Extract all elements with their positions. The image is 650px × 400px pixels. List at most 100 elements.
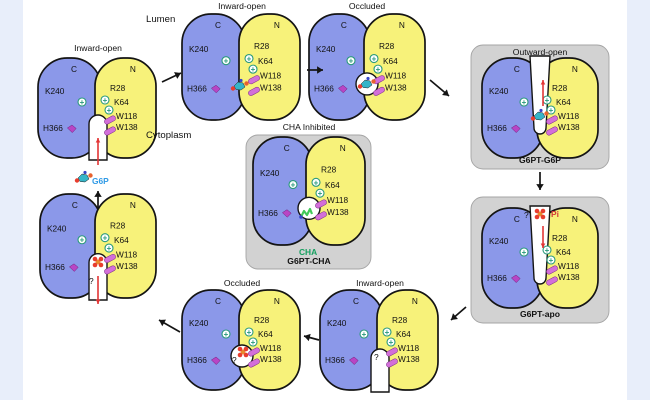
h366-label: H366 <box>187 83 207 93</box>
w118-label: W118 <box>116 249 137 259</box>
k240-label: K240 <box>189 44 209 54</box>
cycle-arrow-2-to-3 <box>307 66 323 74</box>
cha-complex-label: G6PT-CHA <box>287 256 330 266</box>
n-domain <box>238 13 301 121</box>
positive-charge-icon <box>346 55 356 67</box>
r28-label: R28 <box>254 41 270 51</box>
n-domain-label: N <box>130 64 136 74</box>
pi-entry-arrow <box>540 226 546 248</box>
k240-label: K240 <box>47 223 67 233</box>
n-domain-label: N <box>399 20 405 30</box>
positive-charge-icon <box>542 245 552 256</box>
g6p-entry-arrow <box>95 138 101 165</box>
g6p-release-arrow <box>540 80 546 106</box>
w118-label: W118 <box>260 343 281 353</box>
positive-charge-icon <box>244 53 254 64</box>
positive-charge-icon <box>221 329 231 340</box>
h366-label: H366 <box>487 123 507 133</box>
unknown-substrate-label: ? <box>89 276 94 286</box>
state-6-title: Inward-open <box>356 278 404 288</box>
k64-label: K64 <box>258 329 273 339</box>
c-domain-label: C <box>514 214 520 224</box>
pi-release-arrow <box>95 276 101 304</box>
positive-charge-icon <box>519 247 529 258</box>
positive-charge-icon <box>315 188 325 199</box>
n-domain-label: N <box>130 200 136 210</box>
w138-label: W138 <box>558 122 580 132</box>
r28-label: R28 <box>110 83 126 93</box>
w118-label: W118 <box>116 111 137 121</box>
h366-label: H366 <box>487 273 507 283</box>
cycle-arrow-8-to-1 <box>94 191 102 208</box>
w138-label: W138 <box>385 82 407 92</box>
w138-label: W138 <box>116 261 138 271</box>
w118-label: W118 <box>558 261 579 271</box>
state-2-title: Inward-open <box>218 1 266 11</box>
r28-label: R28 <box>552 233 568 243</box>
n-domain <box>238 289 301 391</box>
cycle-arrow-5-to-6 <box>450 306 467 321</box>
h366-label: H366 <box>45 262 65 272</box>
k240-label: K240 <box>45 86 65 96</box>
w118-label: W118 <box>385 71 406 81</box>
positive-charge-icon <box>100 233 110 244</box>
cytoplasmic-cavity <box>370 348 390 393</box>
unknown-substrate-label: ? <box>524 210 529 220</box>
cycle-arrow-3-to-4 <box>429 79 450 97</box>
w118-label: W118 <box>558 111 579 121</box>
c-domain-label: C <box>215 296 221 306</box>
cycle-arrow-4-to-5 <box>536 172 544 190</box>
positive-charge-icon <box>382 327 392 338</box>
c-domain-label: C <box>71 64 77 74</box>
k240-label: K240 <box>489 236 509 246</box>
k64-label: K64 <box>325 180 340 190</box>
positive-charge-icon <box>288 179 298 190</box>
lumen-label: Lumen <box>146 14 175 25</box>
w138-label: W138 <box>558 272 580 282</box>
w138-label: W138 <box>260 354 282 364</box>
state-5-complex-label: G6PT-apo <box>520 309 560 319</box>
unknown-substrate-label: ? <box>232 355 237 365</box>
positive-charge-icon <box>542 95 552 106</box>
positive-charge-icon <box>546 255 556 266</box>
c-domain <box>181 289 246 391</box>
state-4-complex-label: G6PT-G6P <box>519 155 561 165</box>
k240-label: K240 <box>489 86 509 96</box>
unknown-substrate-label: ? <box>374 352 379 362</box>
positive-charge-icon <box>244 327 254 338</box>
c-domain <box>181 13 246 121</box>
luminal-cleft <box>529 205 551 285</box>
positive-charge-icon <box>77 235 87 246</box>
positive-charge-icon <box>104 243 114 254</box>
positive-charge-icon <box>248 64 258 75</box>
n-domain <box>305 136 366 246</box>
state-3-title: Occluded <box>349 1 386 11</box>
c-domain <box>252 136 313 246</box>
positive-charge-icon <box>369 53 379 64</box>
w138-label: W138 <box>398 354 420 364</box>
w118-label: W118 <box>398 343 419 353</box>
n-domain-label: N <box>274 20 280 30</box>
k240-label: K240 <box>316 44 336 54</box>
h366-label: H366 <box>187 355 207 365</box>
c-domain-label: C <box>215 20 221 30</box>
positive-charge-icon <box>373 64 383 75</box>
pi-label: Pi <box>551 209 559 219</box>
c-domain-label: C <box>341 20 347 30</box>
n-domain <box>363 13 426 121</box>
cha-state-title: CHA Inhibited <box>283 122 336 132</box>
w138-label: W138 <box>116 122 138 132</box>
n-domain-label: N <box>412 296 418 306</box>
g6p-label: G6P <box>92 176 109 186</box>
positive-charge-icon <box>311 177 321 188</box>
r28-label: R28 <box>254 315 270 325</box>
cha-label: CHA <box>299 247 317 257</box>
w118-label: W118 <box>327 195 348 205</box>
k64-label: K64 <box>556 247 571 257</box>
